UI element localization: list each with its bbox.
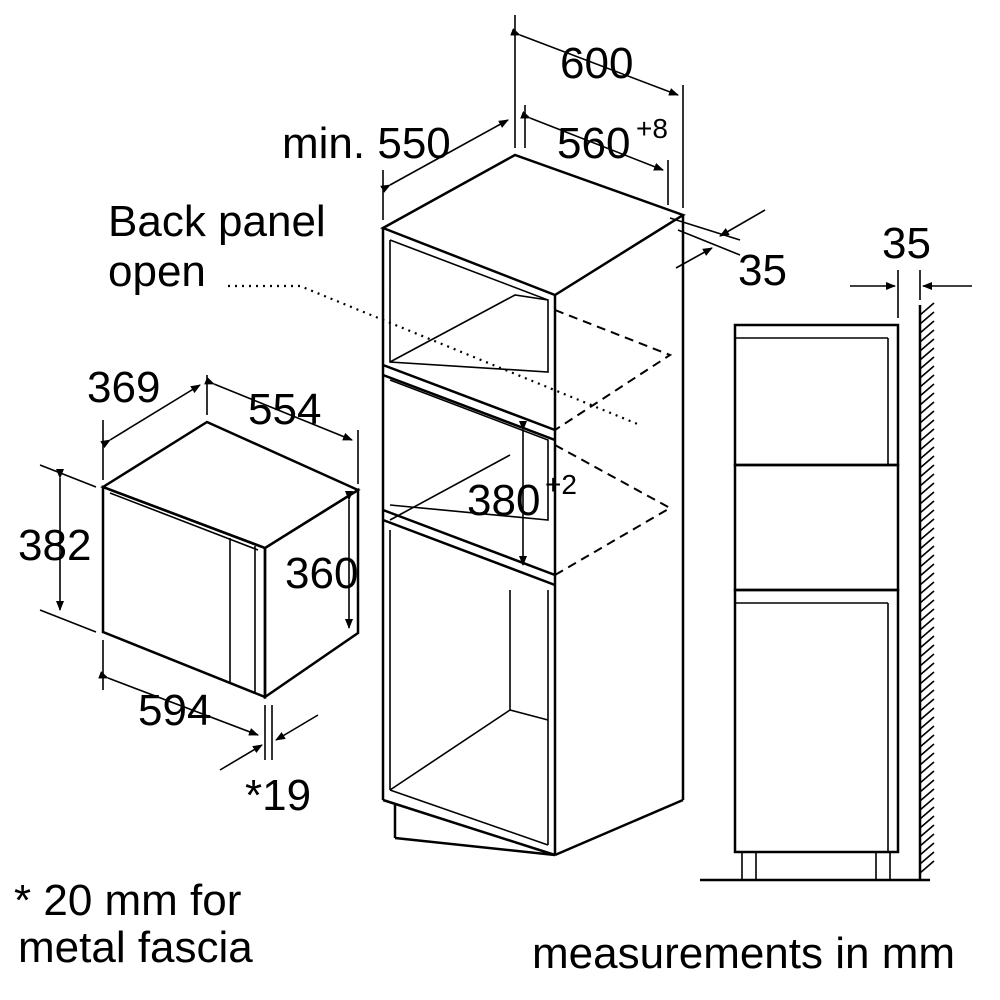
label-niche-width: 560 — [557, 119, 630, 168]
side-view-drawing — [700, 270, 972, 882]
label-niche-width-tolerance: +8 — [636, 113, 668, 144]
units-note: measurements in mm — [532, 929, 955, 978]
label-back-panel: Back panel — [108, 197, 326, 246]
label-device-height: 382 — [18, 521, 91, 570]
label-device-depth: 369 — [87, 363, 160, 412]
label-niche-height-tolerance: +2 — [545, 469, 577, 500]
label-device-width-top: 554 — [248, 385, 321, 434]
footnote-line2: metal fascia — [18, 923, 253, 972]
label-min-depth: min. 550 — [282, 119, 451, 168]
label-back-panel-open: open — [108, 247, 206, 296]
label-back-gap: 35 — [738, 246, 787, 295]
label-niche-height: 380 — [467, 476, 540, 525]
label-device-inner-height: 360 — [285, 549, 358, 598]
label-fascia-depth: *19 — [245, 771, 311, 820]
footnote-line1: * 20 mm for — [14, 876, 241, 925]
wall-hatching — [919, 302, 935, 874]
label-side-gap: 35 — [882, 219, 931, 268]
cabinet-drawing — [228, 15, 766, 857]
label-device-width: 594 — [138, 686, 211, 735]
label-width-600: 600 — [560, 39, 633, 88]
microwave-drawing — [39, 375, 361, 771]
